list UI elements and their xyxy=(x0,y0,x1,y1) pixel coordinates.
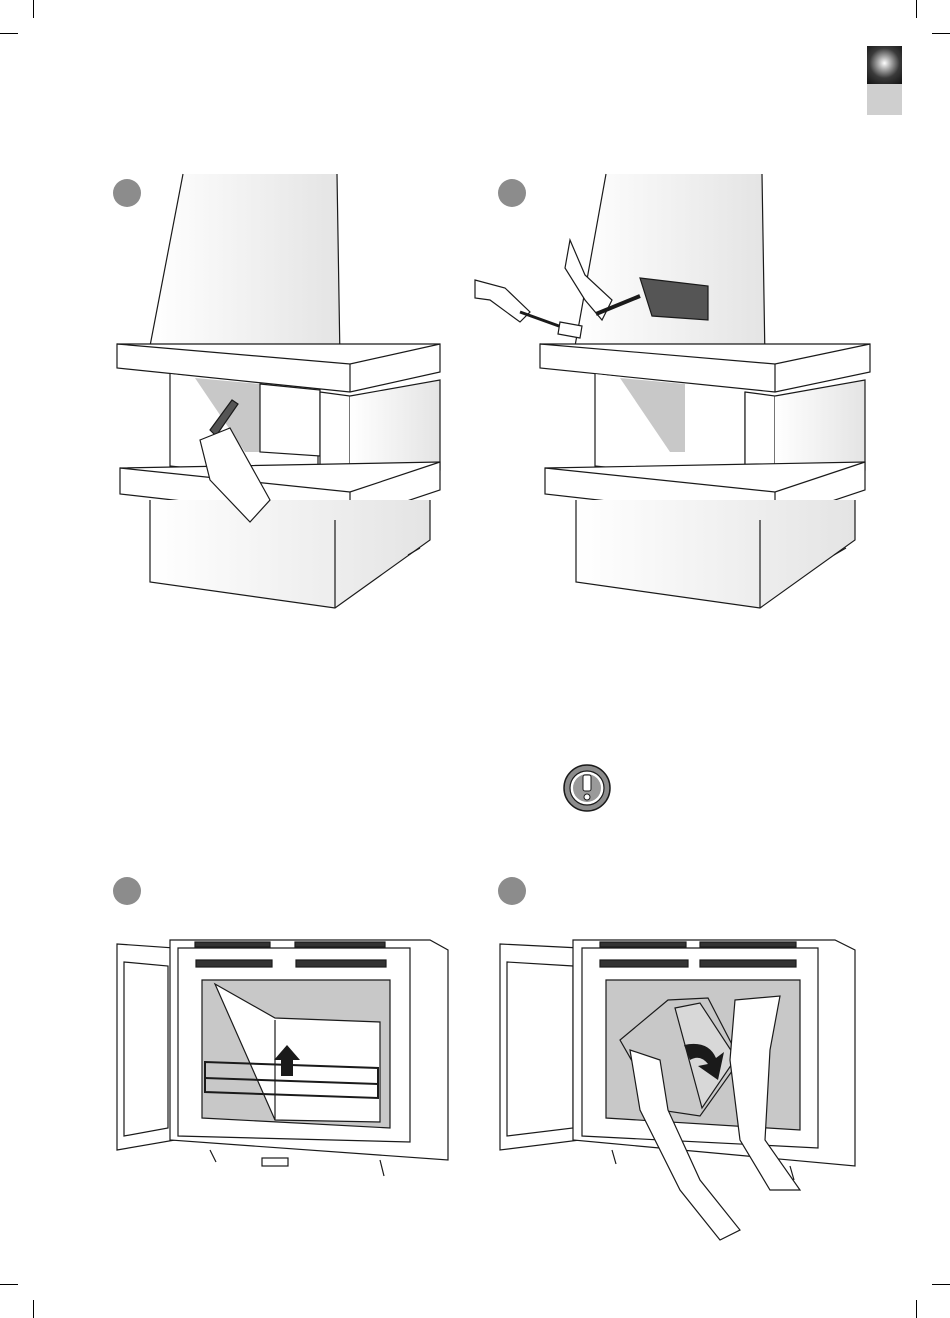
illustration-stove-hands xyxy=(0,0,950,1318)
